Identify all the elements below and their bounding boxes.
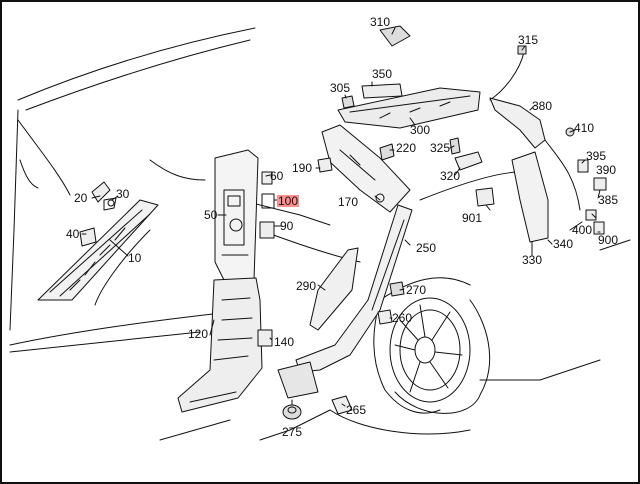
part-275-grommet [282, 404, 302, 420]
part-380-rail [489, 97, 546, 149]
part-label-300[interactable]: 300 [410, 123, 431, 137]
part-310 [379, 25, 411, 47]
part-305 [341, 95, 355, 109]
clip-parts-20-30-40 [79, 181, 117, 247]
part-label-900[interactable]: 900 [598, 233, 619, 247]
part-label-20[interactable]: 20 [74, 191, 88, 205]
part-220 [379, 143, 395, 161]
part-label-265[interactable]: 265 [346, 403, 367, 417]
part-label-390[interactable]: 390 [596, 163, 617, 177]
part-label-120[interactable]: 120 [188, 327, 209, 341]
part-label-320[interactable]: 320 [440, 169, 461, 183]
part-325 [449, 137, 461, 155]
part-265-clip [331, 395, 353, 415]
part-label-10[interactable]: 10 [128, 251, 142, 265]
part-395 [577, 159, 589, 173]
part-901 [475, 187, 495, 207]
part-250-trim [277, 204, 413, 399]
part-385 [585, 209, 597, 221]
part-50-b-pillar-upper [214, 149, 259, 283]
part-label-330[interactable]: 330 [522, 253, 543, 267]
part-label-340[interactable]: 340 [553, 237, 574, 251]
part-label-50[interactable]: 50 [204, 208, 218, 222]
part-label-305[interactable]: 305 [330, 81, 351, 95]
part-label-315[interactable]: 315 [518, 33, 539, 47]
part-label-260[interactable]: 260 [392, 311, 413, 325]
part-140-clip [257, 329, 273, 347]
part-390 [593, 177, 607, 191]
part-320 [454, 151, 483, 171]
part-label-290[interactable]: 290 [296, 279, 317, 293]
part-900 [593, 221, 605, 235]
clip-parts-60-100-90 [259, 171, 275, 239]
part-350 [361, 83, 403, 99]
part-label-385[interactable]: 385 [598, 193, 619, 207]
part-190 [317, 157, 333, 173]
part-label-220[interactable]: 220 [396, 141, 417, 155]
part-label-170[interactable]: 170 [338, 195, 359, 209]
part-170-trim [321, 124, 411, 213]
part-label-40[interactable]: 40 [66, 227, 80, 241]
part-label-410[interactable]: 410 [574, 121, 595, 135]
part-10-a-pillar-trim [37, 199, 159, 301]
part-label-325[interactable]: 325 [430, 141, 451, 155]
part-120-b-pillar-lower [177, 277, 263, 413]
part-label-400[interactable]: 400 [572, 223, 593, 237]
part-270 [389, 281, 405, 297]
part-label-250[interactable]: 250 [416, 241, 437, 255]
part-label-270[interactable]: 270 [406, 283, 427, 297]
part-label-100-highlighted[interactable]: 100 [277, 194, 300, 208]
leader-lines [81, 27, 601, 407]
part-label-30[interactable]: 30 [116, 187, 130, 201]
part-300-trim [337, 87, 481, 129]
part-315-cable [489, 51, 525, 101]
part-label-190[interactable]: 190 [292, 161, 313, 175]
part-label-901[interactable]: 901 [462, 211, 483, 225]
part-label-140[interactable]: 140 [274, 335, 295, 349]
part-label-350[interactable]: 350 [372, 67, 393, 81]
part-label-275[interactable]: 275 [282, 425, 303, 439]
part-label-310[interactable]: 310 [370, 15, 391, 29]
part-label-60[interactable]: 60 [270, 169, 284, 183]
part-label-380[interactable]: 380 [532, 99, 553, 113]
belt-cable [544, 139, 581, 211]
part-label-90[interactable]: 90 [280, 219, 294, 233]
wheel-graphic [389, 297, 471, 403]
part-260 [377, 309, 393, 325]
part-330-trim [511, 151, 549, 243]
part-label-395[interactable]: 395 [586, 149, 607, 163]
part-290-panel [309, 247, 359, 331]
